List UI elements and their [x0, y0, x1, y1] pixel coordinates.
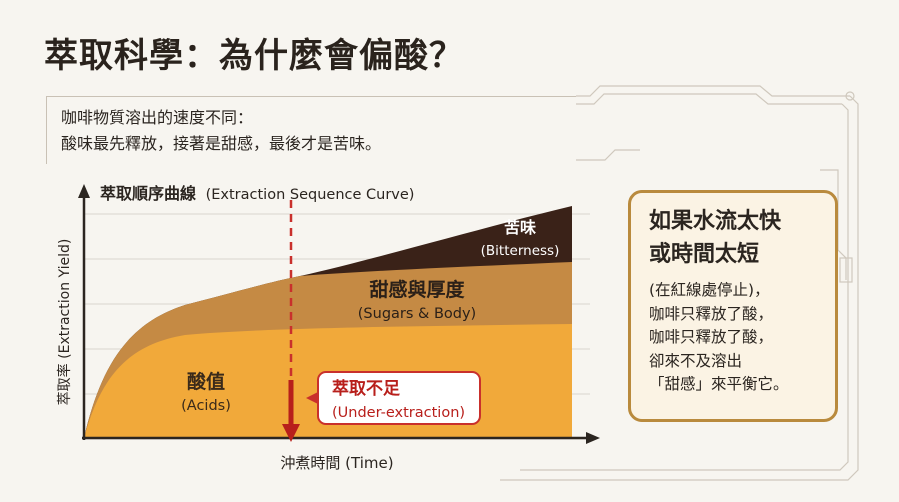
callout-line-1: 如果水流太快 — [649, 209, 782, 234]
callout-line-6: 卻來不及溶出 — [649, 351, 743, 370]
x-axis-label: 沖煮時間 (Time) — [280, 454, 393, 472]
acids-label-en: (Acids) — [181, 398, 231, 414]
callout-line-5: 咖啡只釋放了酸， — [649, 328, 774, 346]
acids-label: 酸值 — [187, 370, 225, 393]
intro-line-2: 酸味最先釋放，接著是甜感，最後才是苦味。 — [61, 134, 382, 153]
page-title: 萃取科學：為什麼會偏酸？ — [44, 36, 464, 76]
y-axis-label: 萃取率 (Extraction Yield) — [56, 239, 73, 406]
chart-title: 萃取順序曲線 — [100, 184, 196, 203]
sugars-body-label: 甜感與厚度 — [369, 278, 465, 301]
callout-line-4: 咖啡只釋放了酸， — [649, 304, 774, 323]
chart-title-group: 萃取順序曲線 (Extraction Sequence Curve) — [100, 184, 414, 203]
under-extraction-pointer — [306, 392, 318, 404]
under-extraction-label-en: (Under-extraction) — [332, 405, 465, 421]
chart-title-en: (Extraction Sequence Curve) — [206, 187, 415, 203]
callout-line-2: 或時間太短 — [649, 242, 760, 267]
chart-axes — [78, 184, 600, 444]
bitterness-label: 苦味 — [504, 218, 536, 237]
callout-line-7: 「甜感」來平衡它。 — [649, 375, 789, 393]
intro-line-1: 咖啡物質溶出的速度不同： — [61, 108, 254, 127]
sugars-body-label-en: (Sugars & Body) — [358, 306, 476, 322]
intro-box: 咖啡物質溶出的速度不同： 酸味最先釋放，接著是甜感，最後才是苦味。 — [46, 96, 576, 164]
under-extraction-label: 萃取不足 — [332, 378, 400, 399]
bitterness-label-en: (Bitterness) — [481, 243, 560, 259]
stop-arrow-head — [282, 424, 300, 442]
x-axis-arrow — [586, 432, 600, 444]
y-axis-arrow — [78, 184, 90, 198]
callout-line-3: (在紅線處停止)， — [649, 281, 770, 299]
callout-box: 如果水流太快 或時間太短 (在紅線處停止)， 咖啡只釋放了酸， 咖啡只釋放了酸，… — [628, 190, 838, 422]
